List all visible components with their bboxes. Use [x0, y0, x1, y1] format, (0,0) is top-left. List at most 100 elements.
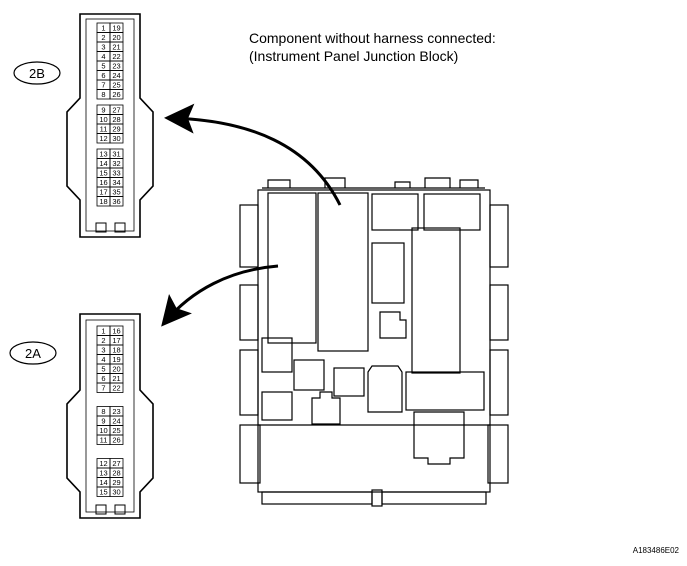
pin-number: 32	[112, 159, 120, 168]
pin-number: 12	[99, 459, 107, 468]
pin-number: 20	[112, 365, 120, 374]
junction-block-left-lugs	[239, 204, 261, 484]
pin-number: 4	[101, 52, 105, 61]
pin-number: 7	[101, 384, 105, 393]
pin-number: 9	[101, 106, 105, 115]
connector-inner-frame-2a	[85, 319, 135, 513]
pin-cell	[109, 89, 124, 100]
pin-number: 22	[112, 384, 120, 393]
pin-number: 6	[101, 71, 105, 80]
pin-number: 11	[100, 436, 108, 445]
pin-number: 4	[101, 355, 105, 364]
connector-label-oval-2a	[9, 341, 57, 365]
pin-number: 23	[112, 407, 120, 416]
pin-number: 36	[112, 197, 120, 206]
figure-id: A183486E02	[632, 546, 679, 555]
pin-number: 31	[112, 150, 120, 159]
pin-number: 10	[99, 426, 107, 435]
pin-number: 13	[99, 150, 107, 159]
pin-number: 5	[101, 365, 105, 374]
pin-cell	[109, 133, 124, 144]
pin-number: 2	[101, 336, 105, 345]
caption-line-2: (Instrument Panel Junction Block)	[249, 48, 459, 64]
pin-number: 19	[112, 355, 120, 364]
connector-label-2b: 2B	[29, 66, 45, 81]
pin-number: 28	[112, 469, 120, 478]
pin-number: 16	[99, 178, 107, 187]
pin-cell	[109, 434, 124, 445]
pin-number: 2	[101, 33, 105, 42]
pin-number: 33	[112, 169, 120, 178]
junction-slot-keyed	[379, 311, 407, 339]
pin-number: 6	[101, 374, 105, 383]
pin-number: 30	[112, 134, 120, 143]
pin-number: 22	[112, 52, 120, 61]
pin-number: 27	[112, 459, 120, 468]
pin-number: 3	[101, 43, 105, 52]
junction-slot-large-left	[267, 192, 317, 344]
junction-block-body	[257, 189, 491, 493]
junction-slot-mid-left-b	[293, 359, 325, 391]
pin-number: 1	[101, 327, 105, 336]
pin-number: 29	[112, 478, 120, 487]
pin-cell	[109, 196, 124, 207]
connector-label-2a: 2A	[25, 346, 41, 361]
pin-cell	[109, 382, 124, 393]
junction-slot-connector-center	[367, 365, 403, 413]
pin-number: 14	[99, 159, 107, 168]
junction-slot-low-left	[261, 391, 293, 421]
junction-slot-large-middle	[317, 192, 369, 352]
pin-number: 12	[99, 134, 107, 143]
junction-slot-plug-center	[311, 391, 341, 425]
figure-caption: Component without harness connected: (In…	[249, 29, 496, 65]
pin-number: 21	[112, 43, 120, 52]
junction-slot-top-right-a	[371, 193, 419, 231]
pin-number: 26	[112, 436, 120, 445]
connector-housing-2b	[66, 13, 154, 238]
pin-number: 3	[101, 346, 105, 355]
pin-number: 30	[112, 488, 120, 497]
junction-slot-top-right-b	[423, 193, 481, 231]
pin-number: 13	[99, 469, 107, 478]
pin-number: 11	[100, 125, 108, 134]
connector-housing-2a	[66, 313, 154, 519]
connector-label-oval-2b	[13, 61, 61, 85]
connector-latch-2b	[95, 222, 126, 233]
junction-slot-tall-right	[411, 227, 461, 374]
pin-number: 24	[112, 417, 120, 426]
pin-number: 18	[112, 346, 120, 355]
pin-number: 25	[112, 81, 120, 90]
pin-number: 16	[112, 327, 120, 336]
pin-number: 1	[101, 24, 105, 33]
pin-number: 17	[112, 336, 120, 345]
arrow-to-2a	[161, 264, 279, 327]
pin-number: 26	[112, 90, 120, 99]
pin-number: 28	[112, 115, 120, 124]
pin-number: 15	[99, 169, 107, 178]
junction-block-top-clips	[262, 177, 485, 189]
pin-number: 24	[112, 71, 120, 80]
pin-number: 15	[99, 488, 107, 497]
pin-number: 27	[112, 106, 120, 115]
pin-number: 10	[99, 115, 107, 124]
junction-slot-wide-right	[405, 371, 485, 411]
pin-number: 9	[101, 417, 105, 426]
caption-line-1: Component without harness connected:	[249, 30, 496, 46]
junction-slot-mid-left-a	[261, 337, 293, 373]
pin-number: 5	[101, 62, 105, 71]
junction-slot-mid-center	[333, 367, 365, 397]
connector-latch-2a	[95, 504, 126, 515]
junction-block	[239, 177, 509, 507]
pin-number: 35	[112, 188, 120, 197]
junction-slot-relay-small	[371, 242, 405, 304]
junction-slot-low-right	[413, 411, 465, 465]
pin-cell	[109, 486, 124, 497]
pin-number: 8	[101, 90, 105, 99]
pin-number: 17	[99, 188, 107, 197]
